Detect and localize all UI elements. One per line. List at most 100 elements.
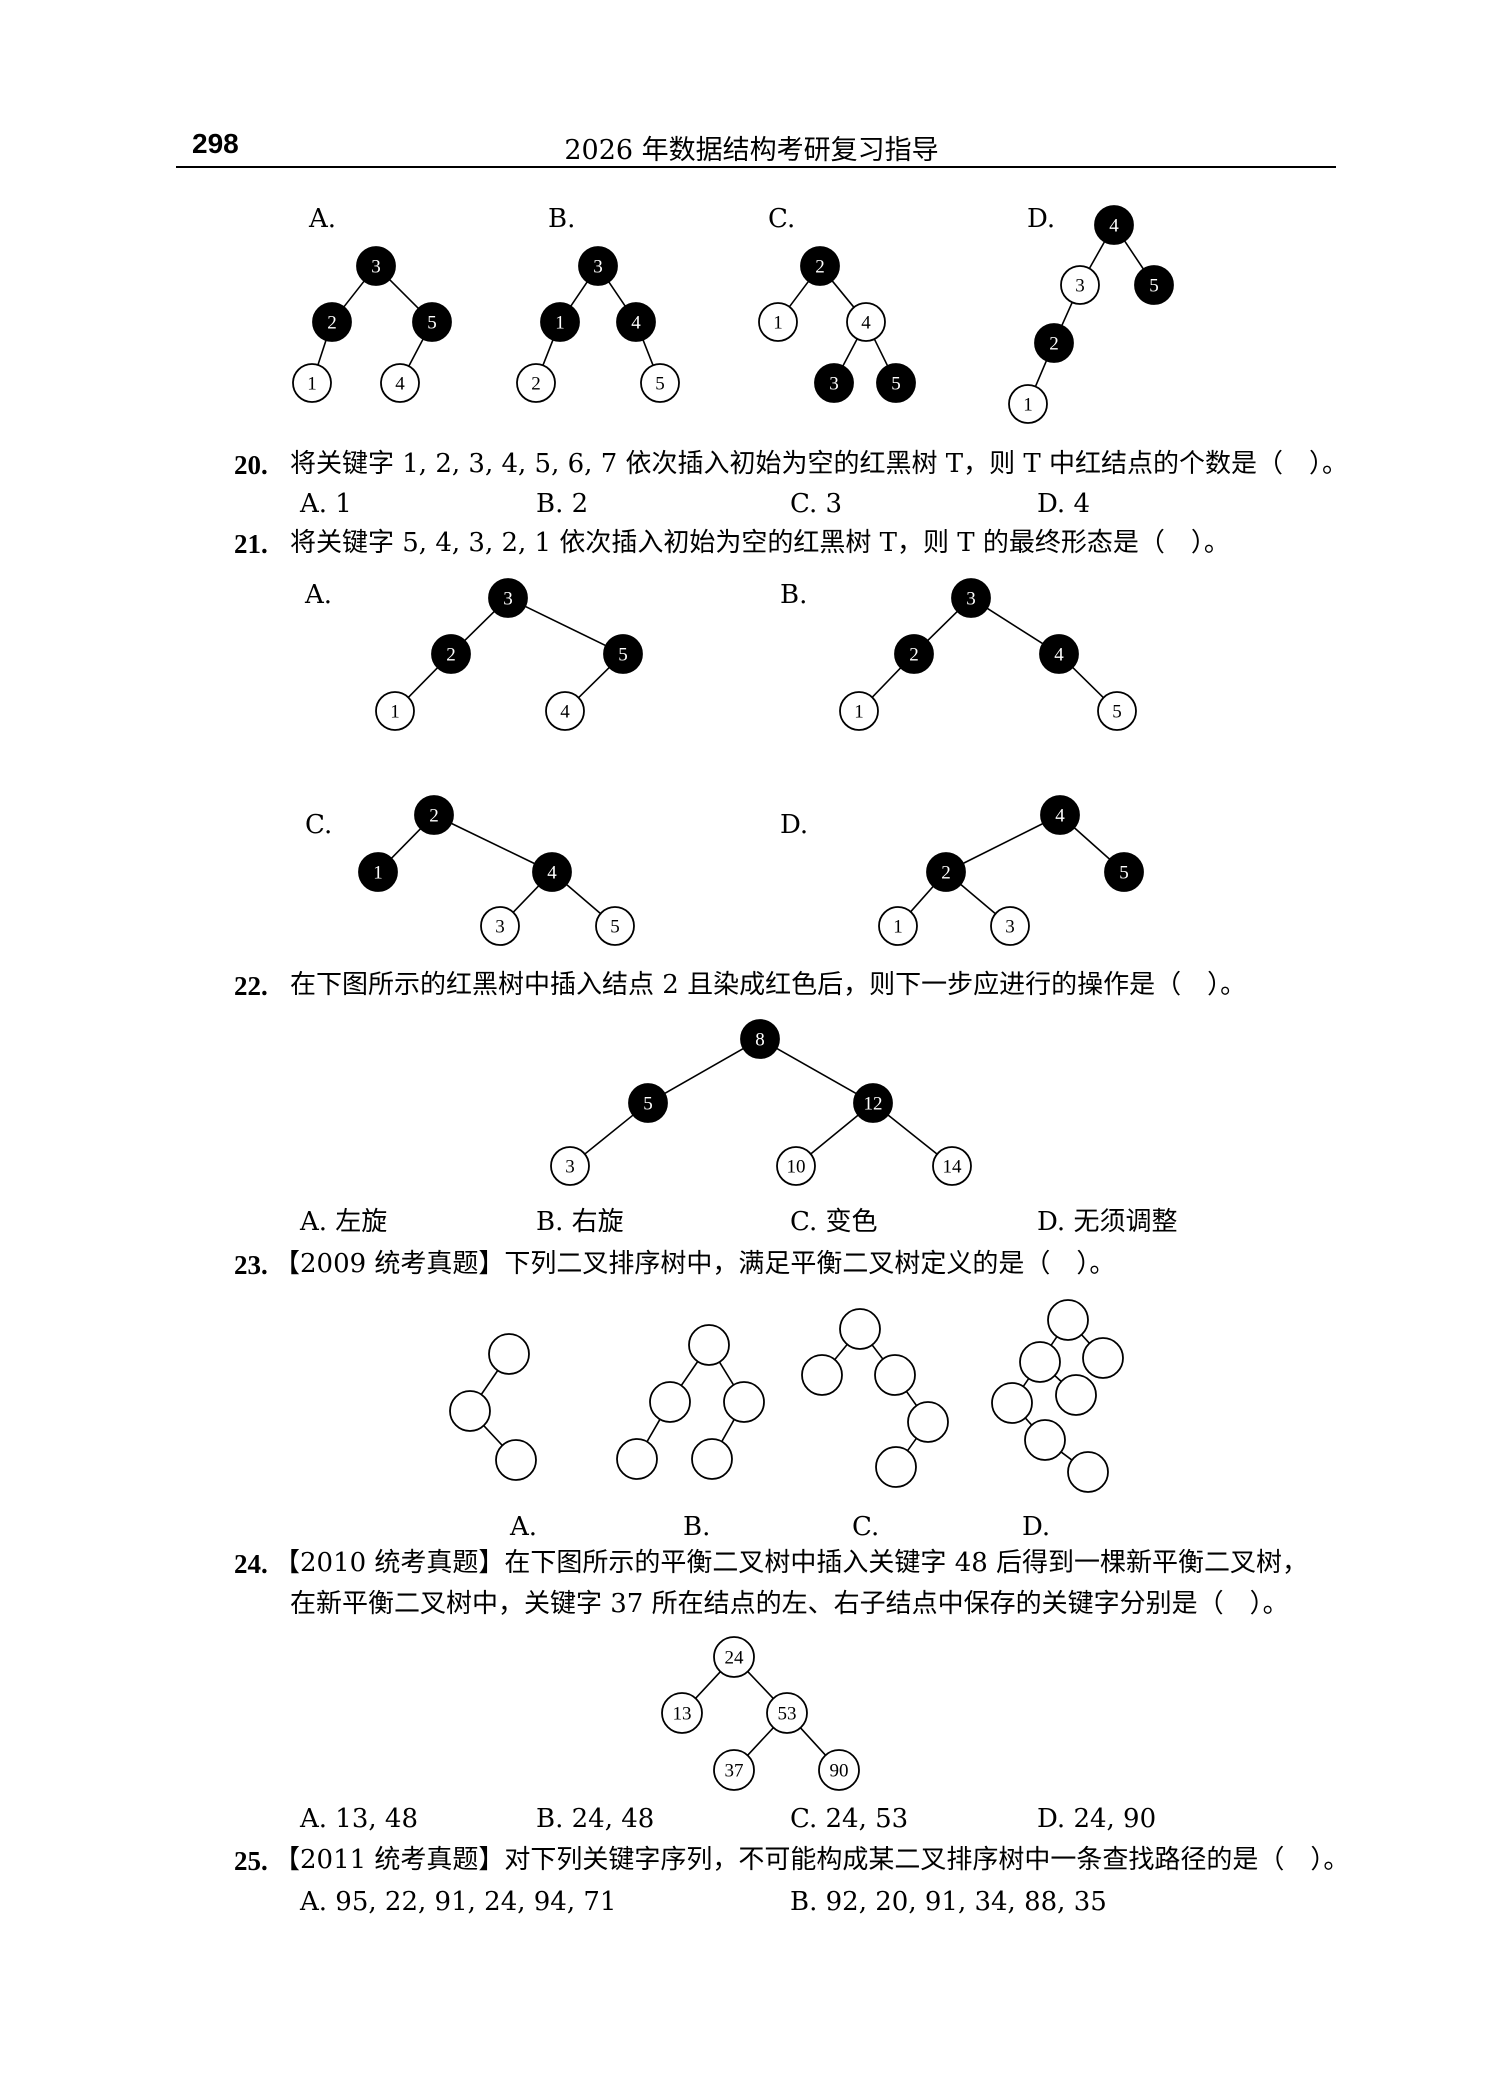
node-key: 2 — [1049, 334, 1059, 355]
node-key: 5 — [1119, 863, 1129, 884]
q20-option-c: C. 3 — [790, 489, 843, 519]
tree-edge — [483, 1425, 503, 1446]
red-node — [1019, 1341, 1061, 1383]
q25-option-b: B. 92, 20, 91, 34, 88, 35 — [790, 1887, 1107, 1917]
node-key: 3 — [503, 589, 513, 610]
black-node — [1039, 634, 1079, 674]
node-key: 5 — [891, 374, 901, 395]
node-key: 37 — [725, 1761, 744, 1782]
red-node — [480, 906, 520, 946]
red-node — [846, 302, 886, 342]
node-key: 12 — [864, 1094, 883, 1115]
node-key: 2 — [531, 374, 541, 395]
node-key: 5 — [655, 374, 665, 395]
node-key: 3 — [495, 917, 505, 938]
black-node — [431, 634, 471, 674]
red-node — [380, 363, 420, 403]
q23-option-b-label: B. — [683, 1512, 711, 1542]
tree-edge — [960, 883, 996, 915]
q21-option-a-label: A. — [305, 580, 333, 610]
node-key: 2 — [909, 645, 919, 666]
question-number: 23. — [234, 1250, 268, 1280]
black-node — [951, 578, 991, 618]
question-number: 24. — [234, 1549, 268, 1579]
red-node — [1008, 384, 1048, 424]
node-key: 3 — [966, 589, 976, 610]
node-key: 5 — [618, 645, 628, 666]
black-node — [488, 578, 528, 618]
black-node — [1104, 852, 1144, 892]
node-key: 2 — [941, 863, 951, 884]
question-text: 【2011 统考真题】对下列关键字序列，不可能构成某二叉排序树中一条查找路径的是… — [274, 1845, 1350, 1875]
node-key: 14 — [943, 1157, 963, 1178]
tree-edge — [887, 1114, 938, 1155]
tree-edge — [463, 610, 496, 642]
red-node — [488, 1333, 530, 1375]
black-node — [578, 246, 618, 286]
red-node — [375, 691, 415, 731]
red-node — [550, 1146, 590, 1186]
node-key: 10 — [787, 1157, 806, 1178]
tree-edge — [570, 281, 588, 307]
black-node — [1094, 205, 1134, 245]
tree-edge — [776, 1047, 857, 1095]
red-node — [878, 906, 918, 946]
red-node — [875, 1446, 917, 1488]
red-node — [990, 906, 1030, 946]
q20-option-d: D. 4 — [1037, 489, 1090, 519]
tree-edge — [343, 280, 365, 308]
red-node — [839, 1308, 881, 1350]
q21-option-c-label: C. — [305, 810, 333, 840]
question-text-line-1: 【2010 统考真题】在下图所示的平衡二叉树中插入关键字 48 后得到一棵新平衡… — [274, 1548, 1309, 1578]
tree-edge — [1061, 302, 1073, 326]
tree-edge — [873, 338, 889, 367]
node-key: 53 — [778, 1704, 797, 1725]
q19-option-c-label: C. — [768, 204, 796, 234]
red-node — [516, 363, 556, 403]
tree-edge — [450, 822, 536, 865]
tree-edge — [695, 1671, 721, 1699]
red-node — [1097, 691, 1137, 731]
tree-edge — [1024, 1417, 1033, 1426]
black-node — [853, 1083, 893, 1123]
black-node — [603, 634, 643, 674]
red-node — [839, 691, 879, 731]
q23-tree-d — [991, 1299, 1124, 1493]
black-node — [628, 1083, 668, 1123]
red-node — [801, 1354, 843, 1396]
tree-edge — [1080, 1334, 1091, 1344]
page-number: 298 — [192, 128, 239, 159]
tree-edge — [642, 339, 654, 366]
node-key: 90 — [830, 1761, 849, 1782]
question-number: 22. — [234, 971, 268, 1001]
tree-edge — [1073, 827, 1111, 860]
tree-edge — [584, 1114, 634, 1155]
node-key: 4 — [1055, 806, 1065, 827]
black-node — [876, 363, 916, 403]
red-node — [595, 906, 635, 946]
q25-option-a: A. 95, 22, 91, 24, 94, 71 — [300, 1887, 617, 1917]
tree-edge — [408, 338, 424, 367]
node-key: 4 — [395, 374, 405, 395]
tree-edge — [721, 1419, 735, 1442]
black-node — [894, 634, 934, 674]
red-node — [661, 1692, 703, 1734]
running-title: 2026 年数据结构考研复习指导 — [564, 135, 939, 166]
tree-edge — [1060, 1451, 1073, 1461]
node-key: 4 — [1054, 645, 1064, 666]
red-node — [495, 1439, 537, 1481]
q21-option-d-label: D. — [780, 810, 809, 840]
red-node — [1024, 1419, 1066, 1461]
tree-edge — [718, 1361, 735, 1386]
q19-option-b-label: B. — [548, 204, 576, 234]
black-node — [312, 302, 352, 342]
question-number: 25. — [234, 1846, 268, 1876]
tree-edge — [664, 1047, 744, 1095]
red-node — [766, 1692, 808, 1734]
node-key: 4 — [1109, 216, 1119, 237]
